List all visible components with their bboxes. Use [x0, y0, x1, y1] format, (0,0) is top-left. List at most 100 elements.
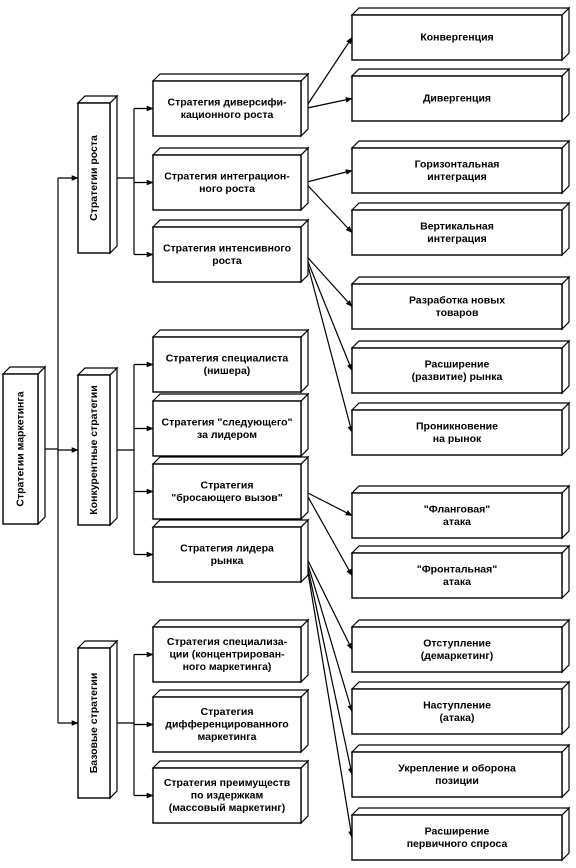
box-g1: Стратегии роста: [76, 94, 119, 255]
box-top-face: [76, 640, 119, 649]
box-top-face: [350, 340, 571, 349]
box-label-o8-line-1: "Фланговая": [424, 503, 490, 515]
box-front-face: [152, 463, 302, 520]
box-front-face: [152, 526, 302, 583]
box-label-o6-line-1: Расширение: [425, 358, 490, 370]
box-top-face: [151, 619, 310, 628]
box-o10: Отступление(демаркетинг): [350, 618, 571, 674]
box-front-face: [152, 626, 302, 683]
box-side-face: [300, 618, 309, 684]
box-side-face: [561, 680, 570, 736]
box-label-s5-line-1: Стратегия "следующего": [162, 416, 293, 428]
box-label-s2-line-2: ного роста: [199, 183, 255, 195]
box-side-face: [300, 759, 309, 825]
box-o2: Дивергенция: [350, 67, 571, 123]
box-front-face: [351, 209, 563, 256]
box-label-s6-line-1: Стратегия: [201, 479, 254, 491]
box-label-s4-line-1: Стратегия специалиста: [166, 352, 289, 364]
box-side-face: [561, 139, 570, 195]
box-side-face: [109, 639, 118, 800]
box-top-face: [350, 744, 571, 753]
box-front-face: [351, 814, 563, 861]
box-side-face: [561, 401, 570, 457]
box-side-face: [109, 366, 118, 527]
box-label-o10-line-2: (демаркетинг): [421, 650, 494, 662]
box-side-face: [300, 218, 309, 284]
box-top-face: [151, 760, 310, 769]
box-front-face: [152, 80, 302, 137]
box-label-s9-line-3: маркетинга: [198, 731, 257, 743]
box-front-face: [77, 102, 111, 254]
box-front-face: [351, 552, 563, 599]
connector-s7-to-o11: [304, 554, 353, 713]
box-front-face: [351, 409, 563, 456]
box-g2: Конкурентные стратегии: [76, 366, 119, 527]
box-front-face: [351, 688, 563, 735]
box-top-face: [151, 73, 310, 82]
box-front-face: [152, 400, 302, 457]
box-front-face: [351, 75, 563, 122]
connector-s7-to-o13: [304, 554, 354, 839]
box-top-face: [350, 807, 571, 816]
box-front-face: [152, 696, 302, 753]
box-top-face: [350, 68, 571, 77]
box-front-face: [351, 283, 563, 330]
box-front-face: [77, 647, 111, 799]
box-label-g2-line-1: Конкурентные стратегии: [88, 385, 100, 514]
box-label-o6-line-2: (развитие) рынка: [412, 371, 503, 383]
box-label-s3-line-2: роста: [212, 255, 242, 267]
box-front-face: [351, 147, 563, 194]
box-label-s2-line-1: Стратегия интеграцион-: [164, 170, 290, 182]
box-label-o7-line-2: на рынок: [433, 433, 482, 445]
box-front-face: [152, 154, 302, 211]
box-root: Стратегии маркетинга: [1, 365, 47, 526]
box-side-face: [300, 72, 309, 138]
box-side-face: [561, 618, 570, 674]
box-side-face: [561, 6, 570, 62]
box-side-face: [300, 146, 309, 212]
box-side-face: [561, 544, 570, 600]
box-front-face: [351, 751, 563, 798]
box-front-face: [152, 226, 302, 283]
boxes-layer: Стратегии маркетинга Стратегии ростаКонку…: [1, 6, 571, 862]
box-o11: Наступление(атака): [350, 680, 571, 736]
box-label-o7-line-1: Проникновение: [416, 420, 498, 432]
box-label-s6-line-2: "бросающего вызов": [171, 492, 282, 504]
box-s1: Стратегия диверсифи-кационного роста: [151, 72, 310, 138]
box-top-face: [350, 402, 571, 411]
box-front-face: [77, 374, 111, 526]
box-side-face: [561, 67, 570, 123]
box-side-face: [561, 484, 570, 540]
box-o9: "Фронтальная"атака: [350, 544, 571, 600]
box-side-face: [37, 365, 46, 526]
box-side-face: [300, 688, 309, 754]
box-label-s9-line-2: дифференцированного: [165, 719, 288, 731]
connector-s2-to-o3: [304, 169, 353, 184]
connector-s6-to-o8: [304, 490, 353, 517]
box-label-s10-line-2: по издержкам: [191, 790, 264, 802]
box-top-face: [350, 681, 571, 690]
box-side-face: [561, 201, 570, 257]
box-label-o9-line-1: "Фронтальная": [417, 563, 498, 575]
box-top-face: [350, 7, 571, 16]
box-top-face: [350, 202, 571, 211]
box-label-o5-line-1: Разработка новых: [409, 294, 505, 306]
box-label-o3-line-2: интеграция: [427, 171, 486, 183]
box-label-s4-line-2: (нишера): [204, 365, 251, 377]
connector-s2-to-o4: [304, 182, 353, 234]
connector-s3-to-o7: [304, 254, 354, 434]
box-label-s10-line-3: (массовый маркетинг): [169, 802, 286, 814]
box-label-o1-line-1: Конвергенция: [420, 32, 493, 44]
box-label-o11-line-2: (атака): [440, 712, 475, 724]
box-g3: Базовые стратегии: [76, 639, 119, 800]
connectors-layer: [38, 36, 354, 839]
box-side-face: [300, 455, 309, 521]
box-o6: Расширение(развитие) рынка: [350, 339, 571, 395]
